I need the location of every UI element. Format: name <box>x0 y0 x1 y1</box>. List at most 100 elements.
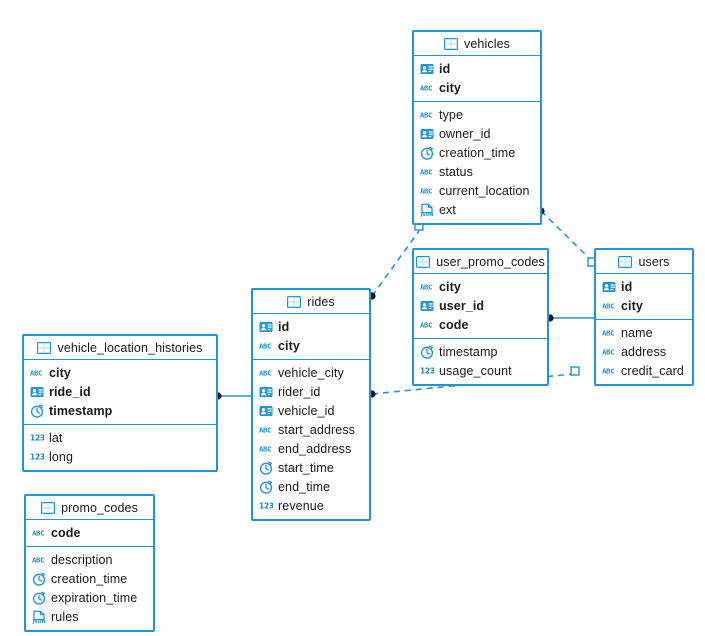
abc-string-icon: ABC <box>420 108 434 122</box>
svg-text:ABC: ABC <box>420 110 432 119</box>
cardinality-one-square-rel-rides-users-to <box>570 366 580 376</box>
abc-string-icon: ABC <box>32 526 46 540</box>
table-title: user_promo_codes <box>436 254 545 269</box>
field-name: city <box>621 298 643 313</box>
field-name: vehicle_city <box>278 365 344 380</box>
field-row-user_promo_codes-user_id[interactable]: user_id <box>414 296 547 315</box>
svg-text:ABC: ABC <box>420 320 432 329</box>
svg-text:123: 123 <box>420 366 434 375</box>
field-name: lat <box>49 430 63 445</box>
123-number-icon: 123 <box>30 450 44 464</box>
abc-string-icon: ABC <box>259 339 273 353</box>
table-title: promo_codes <box>61 500 138 515</box>
field-row-user_promo_codes-code[interactable]: ABC code <box>414 315 547 334</box>
svg-text:ABC: ABC <box>420 282 432 291</box>
field-name: owner_id <box>439 126 491 141</box>
field-row-rides-end_time[interactable]: end_time <box>253 477 369 496</box>
field-name: id <box>278 319 290 334</box>
uuid-card-icon <box>259 385 273 399</box>
field-row-rides-id[interactable]: id <box>253 317 369 336</box>
abc-string-icon: ABC <box>420 165 434 179</box>
field-row-users-name[interactable]: ABC name <box>596 323 692 342</box>
field-name: timestamp <box>439 344 498 359</box>
clock-timestamp-icon <box>32 591 46 605</box>
field-row-vehicle_location_histories-ride_id[interactable]: ride_id <box>24 382 216 401</box>
abc-string-icon: ABC <box>602 345 616 359</box>
field-row-users-id[interactable]: id <box>596 277 692 296</box>
field-name: code <box>439 317 469 332</box>
field-row-vehicle_location_histories-timestamp[interactable]: timestamp <box>24 401 216 420</box>
field-row-vehicles-owner_id[interactable]: owner_id <box>414 124 540 143</box>
svg-text:ABC: ABC <box>602 328 614 337</box>
field-row-vehicles-id[interactable]: id <box>414 59 540 78</box>
table-header-rides[interactable]: rides <box>253 290 369 314</box>
table-title: rides <box>307 294 335 309</box>
field-row-promo_codes-expiration_time[interactable]: expiration_time <box>26 588 153 607</box>
svg-text:ABC: ABC <box>420 83 432 92</box>
field-row-rides-rider_id[interactable]: rider_id <box>253 382 369 401</box>
field-row-promo_codes-creation_time[interactable]: creation_time <box>26 569 153 588</box>
field-name: user_id <box>439 298 485 313</box>
field-name: name <box>621 325 653 340</box>
field-name: credit_card <box>621 363 684 378</box>
abc-string-icon: ABC <box>420 184 434 198</box>
field-row-vehicle_location_histories-lat[interactable]: 123 lat <box>24 428 216 447</box>
abc-string-icon: ABC <box>602 326 616 340</box>
json-icon: JSON <box>420 203 434 217</box>
table-header-user_promo_codes[interactable]: user_promo_codes <box>414 250 547 274</box>
abc-string-icon: ABC <box>259 442 273 456</box>
field-row-rides-start_time[interactable]: start_time <box>253 458 369 477</box>
field-row-user_promo_codes-timestamp[interactable]: timestamp <box>414 342 547 361</box>
table-grid-icon <box>287 295 302 309</box>
table-header-users[interactable]: users <box>596 250 692 274</box>
field-name: start_time <box>278 460 334 475</box>
svg-text:JSON: JSON <box>420 212 434 217</box>
svg-text:123: 123 <box>30 452 44 461</box>
svg-text:ABC: ABC <box>30 368 42 377</box>
table-title: vehicle_location_histories <box>57 340 203 355</box>
field-row-rides-vehicle_id[interactable]: vehicle_id <box>253 401 369 420</box>
svg-text:ABC: ABC <box>32 555 44 564</box>
field-row-vehicles-creation_time[interactable]: creation_time <box>414 143 540 162</box>
svg-text:JSON: JSON <box>32 619 46 624</box>
table-title: vehicles <box>464 36 510 51</box>
field-name: revenue <box>278 498 324 513</box>
table-header-vehicle_location_histories[interactable]: vehicle_location_histories <box>24 336 216 360</box>
table-header-vehicles[interactable]: vehicles <box>414 32 540 56</box>
table-header-promo_codes[interactable]: promo_codes <box>26 496 153 520</box>
svg-text:123: 123 <box>30 433 44 442</box>
